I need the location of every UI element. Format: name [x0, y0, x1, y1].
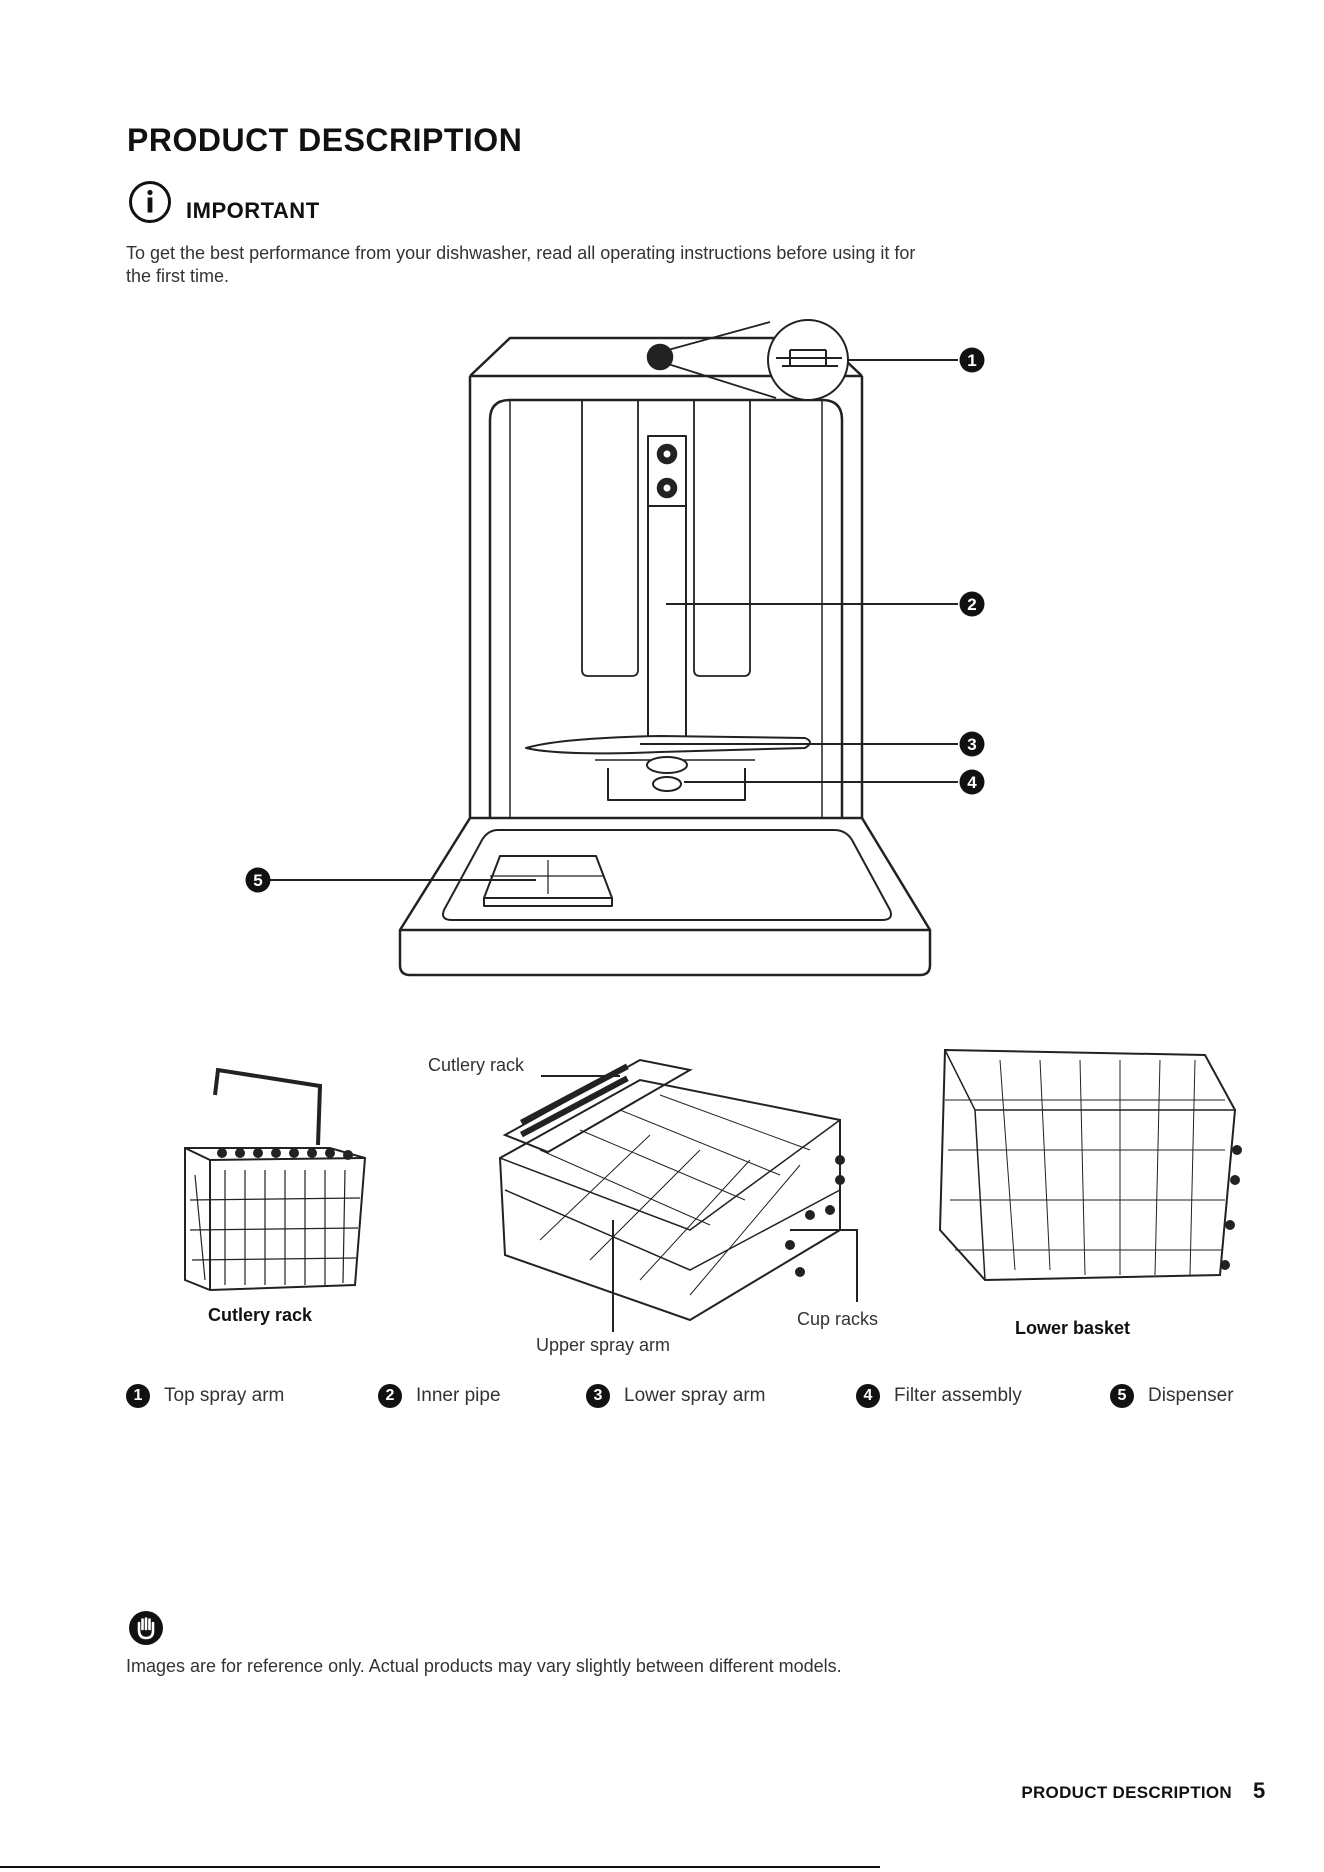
info-icon	[129, 181, 171, 223]
callout-1: 1	[967, 351, 976, 370]
legend-item: 5 Dispenser	[1110, 1384, 1234, 1408]
parts-legend: 1 Top spray arm 2 Inner pipe 3 Lower spr…	[126, 1384, 1236, 1414]
intro-text: To get the best performance from your di…	[126, 243, 916, 286]
caption-lower-basket: Lower basket	[1015, 1318, 1131, 1338]
legend-item: 1 Top spray arm	[126, 1384, 284, 1408]
important-heading: IMPORTANT	[186, 198, 320, 223]
legend-number: 5	[1110, 1384, 1134, 1408]
legend-number: 3	[586, 1384, 610, 1408]
dishwasher-diagram: 1 2 3 4 5	[245, 319, 985, 977]
callout-2: 2	[967, 595, 976, 614]
page-title: PRODUCT DESCRIPTION	[127, 122, 523, 158]
caption-upper-spray-arm: Upper spray arm	[536, 1335, 671, 1355]
callout-5: 5	[253, 871, 262, 890]
caption-cup-racks: Cup racks	[797, 1309, 879, 1329]
callout-4: 4	[967, 773, 977, 792]
legend-label: Lower spray arm	[624, 1385, 766, 1406]
caption-cutlery-rack-top: Cutlery rack	[428, 1055, 525, 1075]
legend-label: Top spray arm	[164, 1385, 285, 1406]
legend-number: 1	[126, 1384, 150, 1408]
legend-label: Filter assembly	[894, 1385, 1022, 1406]
page-number: 5	[1253, 1778, 1266, 1803]
legend-item: 4 Filter assembly	[856, 1384, 1022, 1408]
callout-3: 3	[967, 735, 976, 754]
bottom-rule	[0, 1866, 880, 1868]
legend-number: 4	[856, 1384, 880, 1408]
legend-item: 2 Inner pipe	[378, 1384, 501, 1408]
rack-illustrations	[184, 1048, 1242, 1332]
legend-item: 3 Lower spray arm	[586, 1384, 766, 1408]
hand-stop-icon	[129, 1611, 163, 1645]
reference-note: Images are for reference only. Actual pr…	[126, 1656, 842, 1676]
caption-cutlery-rack: Cutlery rack	[208, 1305, 313, 1325]
legend-label: Dispenser	[1148, 1385, 1234, 1406]
legend-number: 2	[378, 1384, 402, 1408]
footer-section-label: PRODUCT DESCRIPTION	[1021, 1783, 1232, 1802]
legend-label: Inner pipe	[416, 1385, 501, 1406]
